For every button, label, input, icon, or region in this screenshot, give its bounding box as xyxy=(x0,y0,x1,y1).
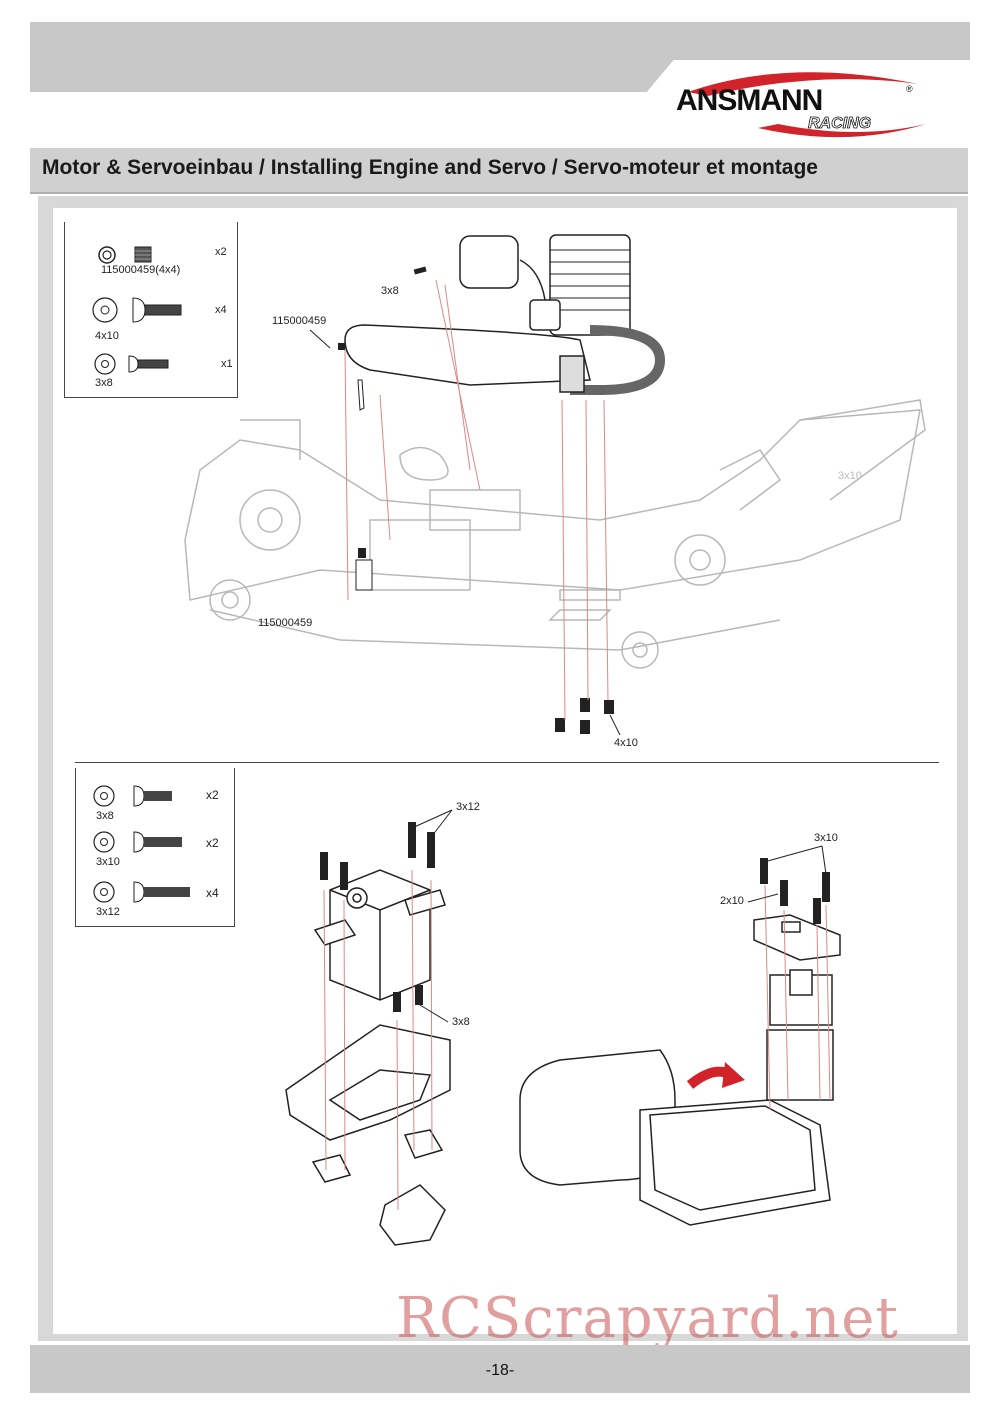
part-qty: x2 xyxy=(206,788,219,802)
callout-screw-bottom: 4x10 xyxy=(614,737,638,749)
section-divider xyxy=(75,762,939,763)
logo-swoosh-bottom xyxy=(758,124,926,138)
part-label: 3x8 xyxy=(96,810,114,822)
logo-registered-mark: ® xyxy=(906,84,913,94)
screw-3x8-icon xyxy=(128,355,169,373)
part-label: 3x10 xyxy=(96,856,120,868)
part-label: 3x8 xyxy=(95,377,113,389)
chassis-drawing xyxy=(184,399,926,669)
logo-brand-text: ANSMANN xyxy=(676,84,822,117)
part-label: 3x12 xyxy=(96,906,120,918)
callout-leader xyxy=(309,329,331,349)
parts-list-engine: 115000459(4x4) x2 4x10 x4 3x8 x1 xyxy=(64,222,238,398)
washer-small-icon xyxy=(94,353,116,375)
ansmann-racing-logo: ANSMANN ® RACING xyxy=(676,72,926,138)
footer-band xyxy=(30,1345,970,1393)
engine-drawing xyxy=(344,234,666,395)
logo-swoosh-top xyxy=(688,72,918,96)
screw-3x10-icon xyxy=(133,831,182,853)
servo-callout-leaders xyxy=(411,809,827,1023)
washer-icon xyxy=(93,881,115,903)
part-label: 115000459(4x4) xyxy=(101,264,181,276)
watermark-text: RCScrapyard.net xyxy=(396,1286,899,1351)
screw-4x10-icon xyxy=(132,297,182,323)
screw-3x8-icon xyxy=(133,785,172,807)
callout-box-top: 3x10 xyxy=(814,832,838,844)
servo-drawing xyxy=(285,869,451,1246)
callout-servo-top: 3x12 xyxy=(456,801,480,813)
washer-icon xyxy=(93,831,115,853)
logo-racing-text: RACING xyxy=(808,115,871,132)
part-qty: x2 xyxy=(206,836,219,850)
callout-part-top: 115000459 xyxy=(272,315,327,327)
servo-installation-diagram xyxy=(285,809,841,1246)
part-qty: x2 xyxy=(215,246,227,258)
parts-list-servo: 3x8 x2 3x10 x2 3x12 x4 xyxy=(75,768,235,927)
part-qty: x4 xyxy=(215,304,227,316)
arrow-head-icon xyxy=(722,1062,745,1088)
set-screw-icon xyxy=(134,246,152,263)
callout-screw-top: 3x8 xyxy=(381,285,399,297)
hex-nut-icon xyxy=(98,246,116,264)
parts-list-engine-icons xyxy=(92,246,182,375)
servo-guide-lines xyxy=(323,869,433,1211)
box-guide-lines xyxy=(764,884,831,1111)
callout-leader xyxy=(609,714,621,736)
part-qty: x4 xyxy=(206,886,219,900)
parts-list-servo-icons xyxy=(93,785,190,903)
servo-screws xyxy=(320,822,435,1012)
receiver-box-drawing xyxy=(519,914,841,1226)
title-bar xyxy=(30,148,968,194)
assembly-guide-lines xyxy=(344,279,609,721)
callout-box-left: 2x10 xyxy=(720,895,744,907)
callout-servo-mid: 3x8 xyxy=(452,1016,470,1028)
part-qty: x1 xyxy=(221,358,233,370)
engine-installation-diagram xyxy=(184,234,926,736)
engine-screws xyxy=(338,266,427,591)
callout-part-bottom: 115000459 xyxy=(258,617,313,629)
callout-faded-right: 3x10 xyxy=(838,470,862,482)
box-screws xyxy=(760,858,830,924)
page-number: -18- xyxy=(485,1362,515,1379)
bottom-screws xyxy=(555,698,614,734)
page-title: Motor & Servoeinbau / Installing Engine … xyxy=(42,156,818,179)
washer-icon xyxy=(92,297,118,323)
screw-3x12-icon xyxy=(133,881,190,903)
part-label: 4x10 xyxy=(95,330,119,342)
washer-icon xyxy=(93,785,115,807)
